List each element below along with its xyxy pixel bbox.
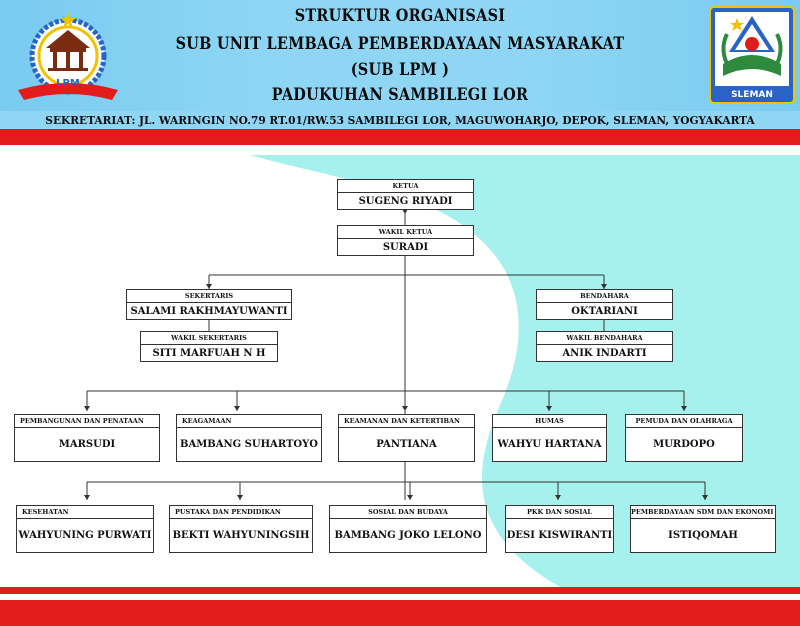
sleman-logo-text: SLEMAN xyxy=(731,90,773,100)
bendahara-role: BENDAHARA xyxy=(537,290,672,303)
title-line-2: SUB UNIT LEMBAGA PEMBERDAYAAN MASYARAKAT xyxy=(175,34,625,54)
seksi-role: PEMBANGUNAN DAN PENATAAN xyxy=(15,415,159,428)
seksi-role: SOSIAL DAN BUDAYA xyxy=(330,506,486,519)
sekertaris-role: SEKERTARIS xyxy=(127,290,291,303)
chart-area: KETUA SUGENG RIYADI WAKIL KETUA SURADI S… xyxy=(0,155,800,587)
sleman-crest-icon: SLEMAN xyxy=(709,6,795,104)
wakil-bendahara-role: WAKIL BENDAHARA xyxy=(537,332,672,345)
seksi-box: PKK DAN SOSIAL DESI KISWIRANTI xyxy=(505,505,614,553)
wakil-bendahara-name: ANIK INDARTI xyxy=(562,348,647,359)
title-line-1: STRUKTUR ORGANISASI xyxy=(294,6,506,26)
ketua-name: SUGENG RIYADI xyxy=(358,196,453,207)
ketua-role: KETUA xyxy=(338,180,473,193)
seksi-box: PEMBERDAYAAN SDM DAN EKONOMI KREATIF IST… xyxy=(630,505,776,553)
seksi-box: KESEHATAN WAHYUNING PURWATI xyxy=(16,505,154,553)
seksi-box: PEMBANGUNAN DAN PENATAAN MARSUDI xyxy=(14,414,160,462)
seksi-box: KEAGAMAAN BAMBANG SUHARTOYO xyxy=(176,414,322,462)
title-line-3: (SUB LPM ) xyxy=(350,60,450,80)
seksi-role: PEMUDA DAN OLAHRAGA xyxy=(626,415,742,428)
seksi-role: KEAMANAN DAN KETERTIBAN xyxy=(339,415,474,428)
lpm-emblem-icon: LPM xyxy=(18,12,118,100)
ketua-box: KETUA SUGENG RIYADI xyxy=(337,179,474,210)
wakil-ketua-role: WAKIL KETUA xyxy=(338,226,473,239)
background-wave xyxy=(250,155,800,587)
wakil-sekertaris-name: SITI MARFUAH N H xyxy=(152,348,266,359)
bendahara-name: OKTARIANI xyxy=(571,306,638,317)
seksi-name: BAMBANG JOKO LELONO xyxy=(334,530,482,541)
wakil-ketua-box: WAKIL KETUA SURADI xyxy=(337,225,474,256)
wakil-sekertaris-box: WAKIL SEKERTARIS SITI MARFUAH N H xyxy=(140,331,278,362)
seksi-name: ISTIQOMAH xyxy=(668,530,738,541)
seksi-name: PANTIANA xyxy=(376,439,437,450)
header-banner: LPM STRUKTUR ORGANISASI SUB UNIT LEMBAGA… xyxy=(0,0,800,112)
bottom-red-band xyxy=(0,587,800,594)
seksi-role: PEMBERDAYAAN SDM DAN EKONOMI KREATIF xyxy=(631,506,775,519)
sekertaris-box: SEKERTARIS SALAMI RAKHMAYUWANTI xyxy=(126,289,292,320)
seksi-name: WAHYU HARTANA xyxy=(497,439,602,450)
seksi-box: PUSTAKA DAN PENDIDIKAN BEKTI WAHYUNINGSI… xyxy=(169,505,313,553)
seksi-name: MARSUDI xyxy=(58,439,116,450)
seksi-role: KESEHATAN xyxy=(17,506,153,519)
seksi-box: SOSIAL DAN BUDAYA BAMBANG JOKO LELONO xyxy=(329,505,487,553)
seksi-role: KEAGAMAAN xyxy=(177,415,321,428)
seksi-role: PKK DAN SOSIAL xyxy=(506,506,613,519)
seksi-box: KEAMANAN DAN KETERTIBAN PANTIANA xyxy=(338,414,475,462)
wakil-ketua-name: SURADI xyxy=(382,242,429,253)
top-red-band xyxy=(0,129,800,145)
seksi-name: BAMBANG SUHARTOYO xyxy=(180,439,318,450)
seksi-box: HUMAS WAHYU HARTANA xyxy=(492,414,607,462)
seksi-role: HUMAS xyxy=(493,415,606,428)
seksi-box: PEMUDA DAN OLAHRAGA MURDOPO xyxy=(625,414,743,462)
seksi-role: PUSTAKA DAN PENDIDIKAN xyxy=(170,506,312,519)
bottom-red-band-wide xyxy=(0,600,800,626)
sekertaris-name: SALAMI RAKHMAYUWANTI xyxy=(130,306,288,317)
wakil-sekertaris-role: WAKIL SEKERTARIS xyxy=(141,332,277,345)
title-line-4: PADUKUHAN SAMBILEGI LOR xyxy=(271,85,529,105)
seksi-name: BEKTI WAHYUNINGSIH xyxy=(172,530,310,541)
wakil-bendahara-box: WAKIL BENDAHARA ANIK INDARTI xyxy=(536,331,673,362)
seksi-name: WAHYUNING PURWATI xyxy=(18,530,152,541)
secretariat-address: SEKRETARIAT: JL. WARINGIN NO.79 RT.01/RW… xyxy=(0,111,800,145)
seksi-name: DESI KISWIRANTI xyxy=(506,530,613,541)
org-connectors xyxy=(84,209,708,500)
lpm-logo-text: LPM xyxy=(56,78,80,89)
seksi-name: MURDOPO xyxy=(653,439,715,450)
bendahara-box: BENDAHARA OKTARIANI xyxy=(536,289,673,320)
